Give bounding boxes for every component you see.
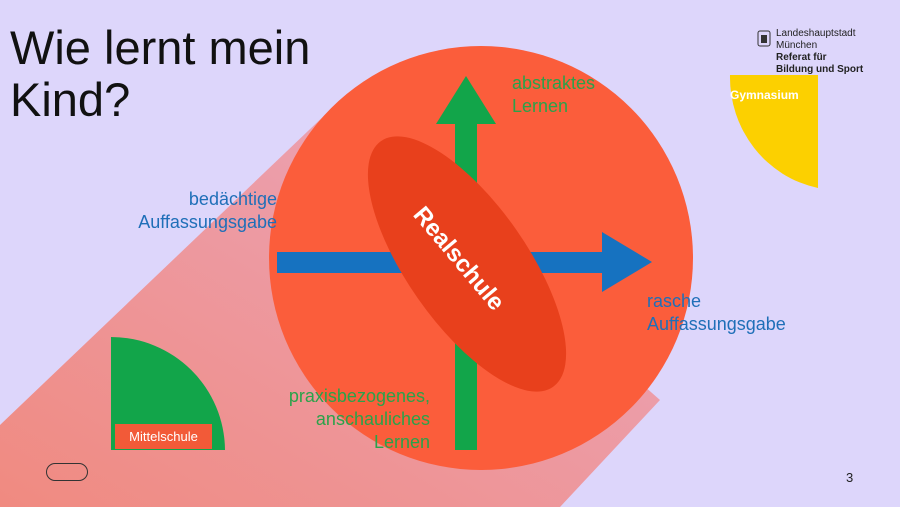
pill-shape bbox=[46, 463, 88, 481]
logo-text: Landeshauptstadt bbox=[776, 28, 856, 39]
realschule-ellipse bbox=[367, 136, 567, 392]
logo-text: Referat für bbox=[776, 52, 827, 63]
title-line: Wie lernt mein bbox=[10, 21, 311, 74]
logo-text: München bbox=[776, 40, 818, 51]
logo: Landeshauptstadt München Referat für Bil… bbox=[758, 28, 863, 76]
arrow-right-icon bbox=[602, 232, 652, 292]
title-line: Kind? bbox=[10, 73, 131, 126]
gymnasium-label: Gymnasium bbox=[730, 88, 799, 102]
page-number: 3 bbox=[846, 470, 854, 485]
munich-crest-icon bbox=[757, 30, 771, 47]
logo-text: Bildung und Sport bbox=[776, 64, 864, 75]
mittelschule-quarter bbox=[111, 337, 225, 450]
gymnasium-quarter bbox=[729, 75, 818, 188]
arrow-up-icon bbox=[436, 76, 496, 124]
mittelschule-label: Mittelschule bbox=[115, 424, 212, 449]
